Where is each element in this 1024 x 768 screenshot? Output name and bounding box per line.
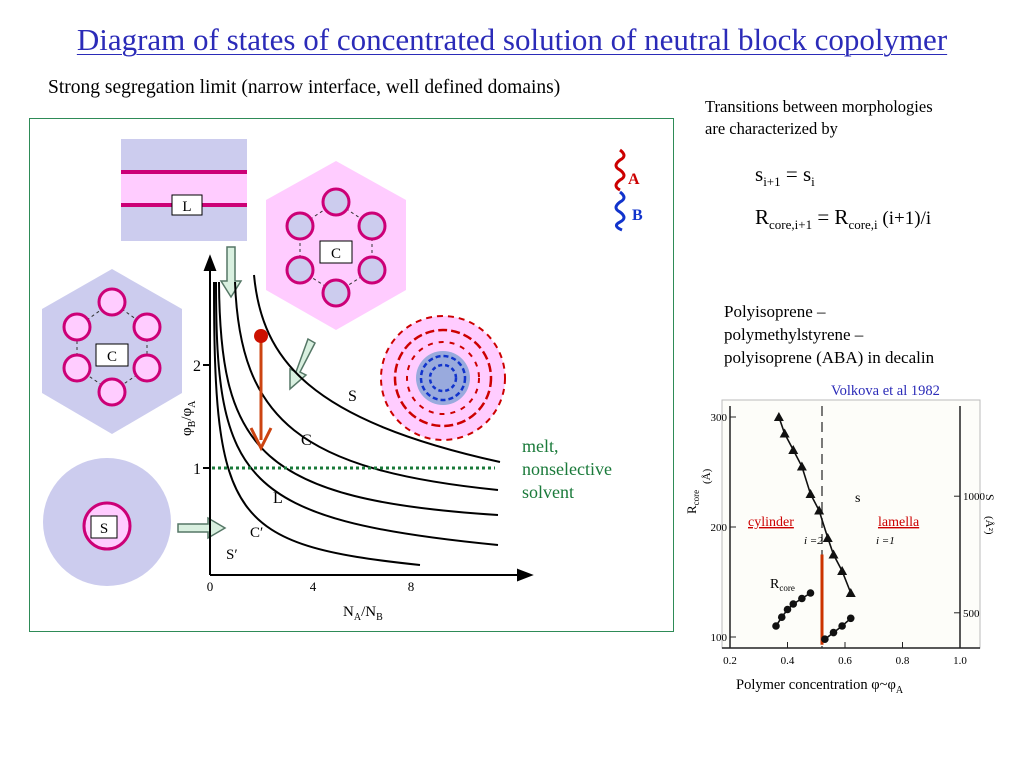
polymer-description: Polyisoprene – polymethylstyrene – polyi… [724, 300, 934, 369]
label-S: S [100, 521, 108, 537]
series-s-point [837, 566, 848, 575]
series-rcore-point [772, 622, 780, 630]
subtitle: Strong segregation limit (narrow interfa… [48, 77, 561, 98]
series-rcore-point [846, 614, 855, 623]
i2-label: i =2 [804, 535, 823, 547]
right-ytick-label: 500 [963, 608, 980, 620]
xtick-label: 0.4 [781, 655, 795, 667]
equation-s: si+1 = si [755, 162, 815, 190]
region-L: L [273, 490, 283, 507]
series-s-point [845, 588, 856, 597]
phase-diagram: L C C S [42, 139, 643, 623]
series-s-point [773, 412, 784, 421]
series-rcore-point [783, 605, 792, 614]
x-axis-label: NA/NB [343, 604, 383, 623]
phase-axes [203, 254, 534, 582]
i1-label: i =1 [876, 535, 895, 547]
cylinder-morphology-top: C [266, 161, 406, 330]
series-s-point [828, 549, 839, 559]
cylinder-label: cylinder [748, 515, 794, 530]
sphere-morphology: S [43, 458, 171, 586]
series-rcore-point [789, 600, 798, 608]
right-y-unit: (Å²) [983, 516, 995, 535]
label-C-left: C [107, 349, 117, 365]
series-rcore-point [798, 594, 806, 603]
xtick-label: 0.8 [896, 655, 910, 667]
melt-line-2: nonselective [522, 459, 612, 479]
series-rcore-point [829, 628, 838, 637]
melt-label: melt, nonselective solvent [522, 435, 612, 504]
s-label: s [855, 491, 860, 506]
polymer-line-3: polyisoprene (ABA) in decalin [724, 348, 935, 367]
region-S: S [348, 388, 357, 405]
series-rcore-point [806, 589, 815, 597]
xtick-4: 4 [310, 579, 317, 594]
chain-A-label: A [628, 171, 640, 188]
melt-line-3: solvent [522, 482, 574, 502]
region-S-prime: S′ [226, 547, 238, 563]
left-ytick-label: 300 [711, 412, 728, 424]
rcore-chart: 100 200 300 500 1000 0.2 0.4 0.6 0.8 1.0 Rcore (Å… [684, 399, 997, 667]
series-s-point [779, 428, 790, 438]
micelle-icon [380, 315, 506, 441]
cylinder-morphology-left: C [42, 269, 182, 434]
left-ytick-label: 100 [711, 632, 728, 644]
series-rcore-point [777, 613, 786, 621]
series-s-point [805, 489, 816, 498]
right-y-label: S [983, 494, 997, 501]
ytick-2: 2 [193, 358, 201, 375]
chain-B-label: B [632, 207, 643, 224]
y-axis-label: φB/φA [179, 400, 198, 436]
series-rcore-point [838, 622, 846, 630]
series-s-point [822, 533, 833, 542]
series-rcore-point [821, 635, 829, 643]
label-L: L [182, 199, 191, 215]
phase-diagram-panel [29, 118, 674, 632]
label-C-top: C [331, 246, 341, 262]
series-s-point [796, 461, 807, 471]
xtick-label: 1.0 [953, 655, 967, 667]
series-rcore-line-lamella [824, 617, 852, 640]
citation: Volkova et al 1982 [831, 383, 940, 399]
left-y-label: Rcore [684, 490, 701, 514]
series-s-point [788, 445, 799, 454]
left-y-unit: (Å) [701, 468, 713, 484]
xtick-8: 8 [408, 579, 415, 594]
right-ytick-label: 1000 [963, 491, 986, 503]
lamella-label: lamella [878, 515, 920, 530]
region-C: C [301, 432, 312, 449]
series-s-point [814, 505, 825, 515]
series-s-line [778, 416, 852, 594]
page-title: Diagram of states of concentrated soluti… [76, 22, 948, 57]
xtick-0: 0 [207, 579, 214, 594]
polymer-line-1: Polyisoprene – [724, 302, 826, 321]
xtick-label: 0.6 [838, 655, 852, 667]
ytick-1: 1 [193, 461, 201, 478]
melt-line-1: melt, [522, 436, 559, 456]
xtick-label: 0.2 [723, 655, 737, 667]
left-ytick-label: 200 [711, 522, 728, 534]
transitions-line-2: are characterized by [705, 119, 838, 138]
transitions-text: Transitions between morphologies are cha… [705, 96, 933, 140]
right-x-label: Polymer concentration φ~φA [736, 677, 904, 696]
equation-rcore: Rcore,i+1 = Rcore,i (i+1)/i [755, 205, 932, 233]
lamella-morphology: L [121, 139, 247, 241]
polymer-line-2: polymethylstyrene – [724, 325, 864, 344]
ab-chain-icon: A B [614, 148, 643, 232]
rcore-label: Rcore [770, 577, 795, 593]
region-C-prime: C′ [250, 525, 263, 541]
concentration-arrow [249, 329, 273, 452]
phase-boundaries [213, 274, 501, 566]
transitions-line-1: Transitions between morphologies [705, 97, 933, 116]
